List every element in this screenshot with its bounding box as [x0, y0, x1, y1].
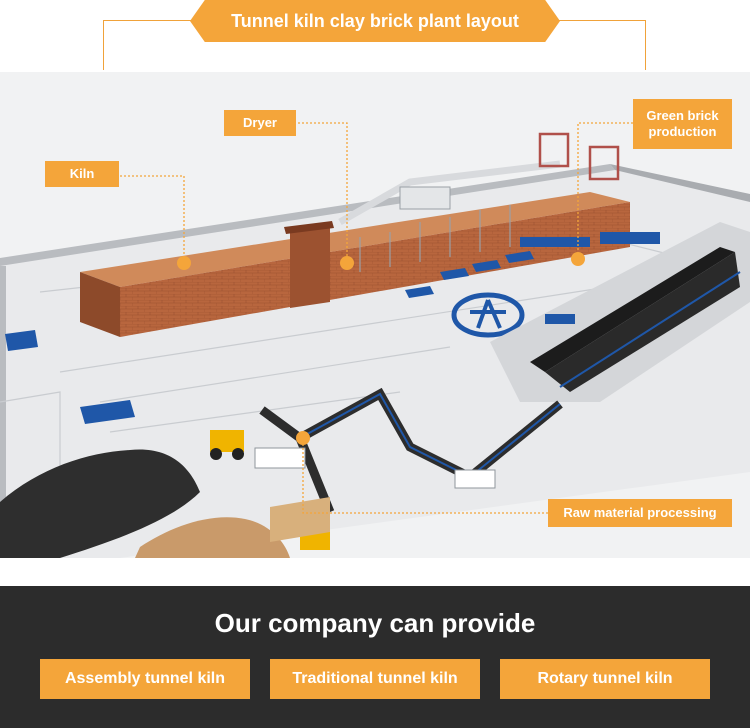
raw-material-processing-label: Raw material processing — [548, 499, 732, 527]
traditional-tunnel-kiln-button[interactable]: Traditional tunnel kiln — [270, 659, 480, 699]
kiln-label: Kiln — [45, 161, 119, 187]
rotary-tunnel-kiln-button[interactable]: Rotary tunnel kiln — [500, 659, 710, 699]
plant-layout-drawing — [0, 72, 750, 558]
page-title: Tunnel kiln clay brick plant layout — [190, 0, 560, 42]
plant-layout-illustration: Kiln Dryer Green brick production Raw ma… — [0, 72, 750, 558]
dryer-label: Dryer — [224, 110, 296, 136]
products-section: Our company can provide Assembly tunnel … — [0, 586, 750, 728]
section-gap — [0, 558, 750, 586]
products-heading: Our company can provide — [214, 608, 536, 638]
green-brick-production-label: Green brick production — [633, 99, 732, 149]
assembly-tunnel-kiln-button[interactable]: Assembly tunnel kiln — [40, 659, 250, 699]
